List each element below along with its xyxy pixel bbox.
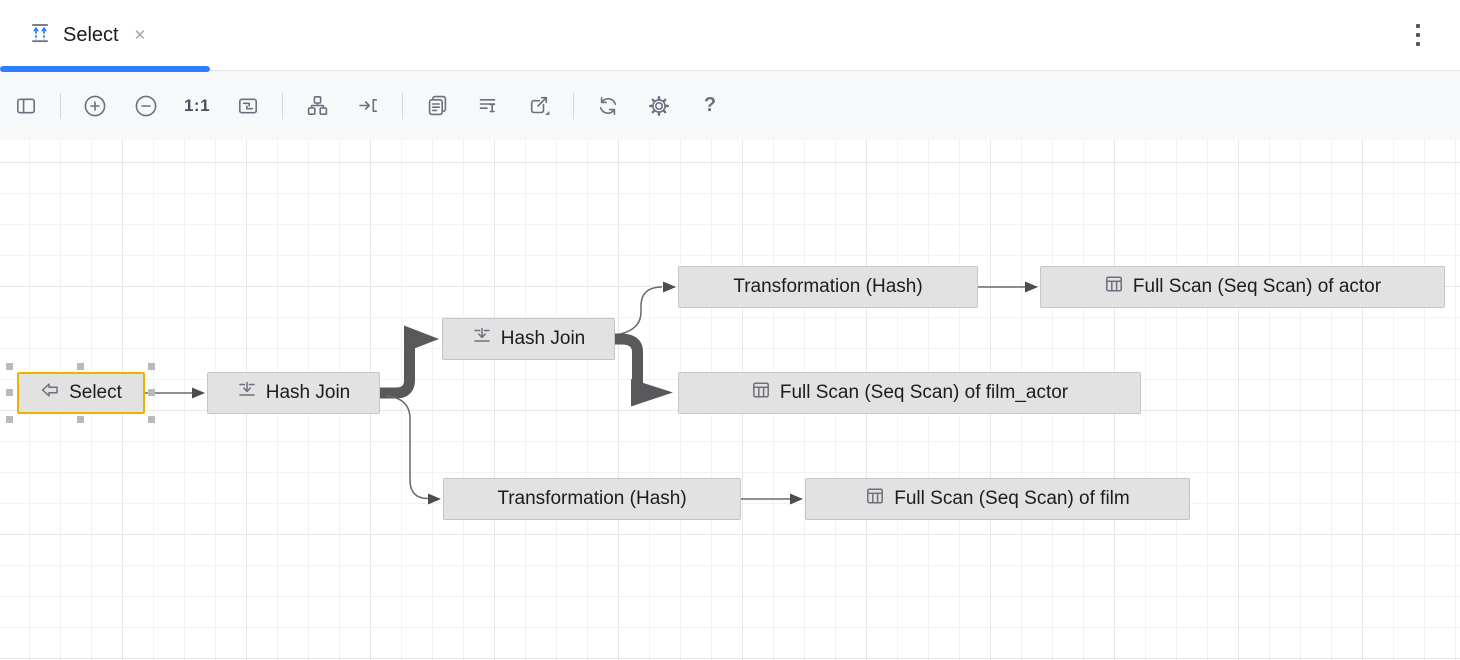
selection-handle[interactable] [6,363,13,370]
selection-handle[interactable] [6,389,13,396]
tab-select[interactable]: Select ✕ [0,0,210,72]
help-button[interactable]: ? [693,89,727,123]
refresh-icon [595,93,621,119]
node-label: Full Scan (Seq Scan) of film_actor [779,382,1069,403]
fit-content-icon [236,94,260,118]
node-hash-join-1[interactable]: Hash Join [207,372,380,414]
node-label: Full Scan (Seq Scan) of film [894,488,1130,509]
help-label: ? [703,94,717,116]
panel-left-icon [14,94,38,118]
diagram-edges [145,281,1038,505]
node-label: Select [69,382,122,403]
edge-hash-join-2-full-scan-film-actor[interactable] [615,333,673,407]
diagram-canvas[interactable]: Select Hash Join Hash Join Transformatio… [0,140,1460,660]
apply-layout-button[interactable] [300,89,334,123]
node-transformation-hash-bottom[interactable]: Transformation (Hash) [443,478,741,520]
selection-handle[interactable] [77,416,84,423]
selection-handle[interactable] [148,416,155,423]
zoom-out-button[interactable] [129,89,163,123]
join-icon [472,326,492,352]
export-icon [527,93,552,118]
output-arrow-icon [40,380,60,406]
settings-button[interactable] [642,89,676,123]
zoom-out-icon [133,93,159,119]
text-lines-cursor-icon [476,93,501,118]
edge-transformation-top-full-scan-actor[interactable] [978,281,1038,293]
table-icon [865,486,885,512]
panel-toggle-button[interactable] [9,89,43,123]
table-icon [1104,274,1124,300]
node-transformation-hash-top[interactable]: Transformation (Hash) [678,266,978,308]
edge-hash-join-2-transformation-top[interactable] [614,281,676,336]
diagram-toolbar: 1:1 [0,71,1460,140]
selection-handle[interactable] [6,416,13,423]
zoom-in-icon [82,93,108,119]
scroll-into-view-icon [356,93,381,118]
toolbar-separator [573,92,574,119]
tab-bar: Select ✕ [0,0,1460,72]
node-label: Transformation (Hash) [733,276,923,297]
table-icon [751,380,771,406]
node-full-scan-film-actor[interactable]: Full Scan (Seq Scan) of film_actor [678,372,1141,414]
node-select[interactable]: Select [17,372,145,414]
active-tab-indicator [0,66,210,72]
copy-icon [425,93,450,118]
gear-icon [646,93,672,119]
node-label: Full Scan (Seq Scan) of actor [1132,276,1382,297]
close-icon[interactable]: ✕ [133,26,147,44]
node-full-scan-film[interactable]: Full Scan (Seq Scan) of film [805,478,1190,520]
tab-title: Select [63,23,119,46]
show-node-details-button[interactable] [471,89,505,123]
kebab-menu-icon[interactable] [1408,16,1428,54]
execution-plan-icon [28,21,52,50]
selection-handle[interactable] [148,363,155,370]
node-label: Hash Join [500,328,586,349]
export-diagram-button[interactable] [522,89,556,123]
join-icon [237,380,257,406]
zoom-in-button[interactable] [78,89,112,123]
node-label: Hash Join [265,382,351,403]
edge-hash-join-1-transformation-bottom[interactable] [385,395,441,505]
fit-content-button[interactable] [231,89,265,123]
actual-size-label: 1:1 [183,95,211,115]
selection-handle[interactable] [77,363,84,370]
edge-transformation-bottom-full-scan-film[interactable] [741,493,803,505]
scroll-to-node-button[interactable] [351,89,385,123]
node-full-scan-actor[interactable]: Full Scan (Seq Scan) of actor [1040,266,1445,308]
hierarchy-layout-icon [305,93,330,118]
node-label: Transformation (Hash) [497,488,687,509]
toolbar-separator [60,92,61,119]
edge-hash-join-1-hash-join-2[interactable] [380,325,439,399]
node-hash-join-2[interactable]: Hash Join [442,318,615,360]
toolbar-separator [282,92,283,119]
toolbar-separator [402,92,403,119]
copy-diagram-button[interactable] [420,89,454,123]
actual-size-button[interactable]: 1:1 [180,89,214,123]
refresh-button[interactable] [591,89,625,123]
selection-handle[interactable] [148,389,155,396]
